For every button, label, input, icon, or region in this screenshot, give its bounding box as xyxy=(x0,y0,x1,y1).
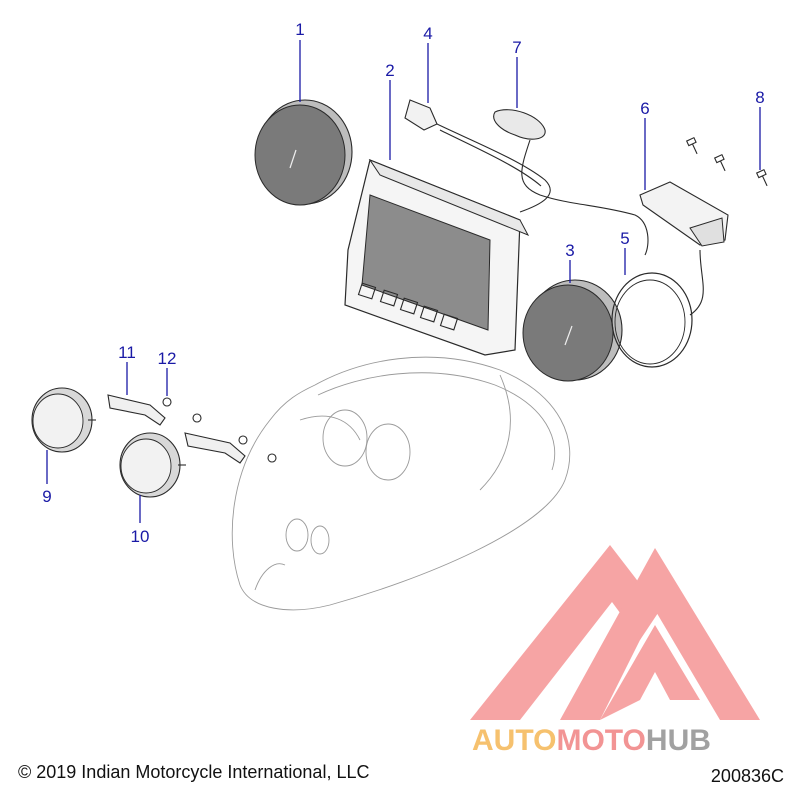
gauge-1 xyxy=(254,99,353,206)
display-unit-2 xyxy=(344,158,530,356)
callout-8: 8 xyxy=(755,88,764,107)
callout-10: 10 xyxy=(131,527,150,546)
bracket-11 xyxy=(107,394,246,464)
antenna-7 xyxy=(493,109,649,256)
copyright-text: © 2019 Indian Motorcycle International, … xyxy=(18,762,370,782)
callout-5: 5 xyxy=(620,229,629,248)
watermark-text: AUTOMOTOHUB xyxy=(472,724,711,757)
callout-4: 4 xyxy=(423,24,432,43)
callout-3: 3 xyxy=(565,241,574,260)
watermark-moto: MOTO xyxy=(556,724,645,757)
watermark-auto: AUTO xyxy=(472,724,556,757)
fairing-outline xyxy=(231,356,571,611)
gauge-10 xyxy=(119,432,186,498)
callout-7: 7 xyxy=(512,38,521,57)
watermark-logo-icon xyxy=(470,545,760,720)
callout-2: 2 xyxy=(385,61,394,80)
gauge-3 xyxy=(522,279,623,382)
leader-lines xyxy=(46,40,761,523)
diagram-number: 200836C xyxy=(710,766,784,786)
callout-12: 12 xyxy=(158,349,177,368)
nuts-12 xyxy=(162,397,277,463)
callout-11: 11 xyxy=(118,343,136,362)
gauge-9 xyxy=(31,387,96,453)
callout-1: 1 xyxy=(295,20,304,39)
module-6 xyxy=(639,181,729,247)
trim-ring-5 xyxy=(611,249,704,368)
callout-6: 6 xyxy=(640,99,649,118)
callout-9: 9 xyxy=(42,487,51,506)
screws-8 xyxy=(685,136,768,187)
usb-harness-4 xyxy=(404,99,551,213)
watermark-hub: HUB xyxy=(646,724,711,757)
